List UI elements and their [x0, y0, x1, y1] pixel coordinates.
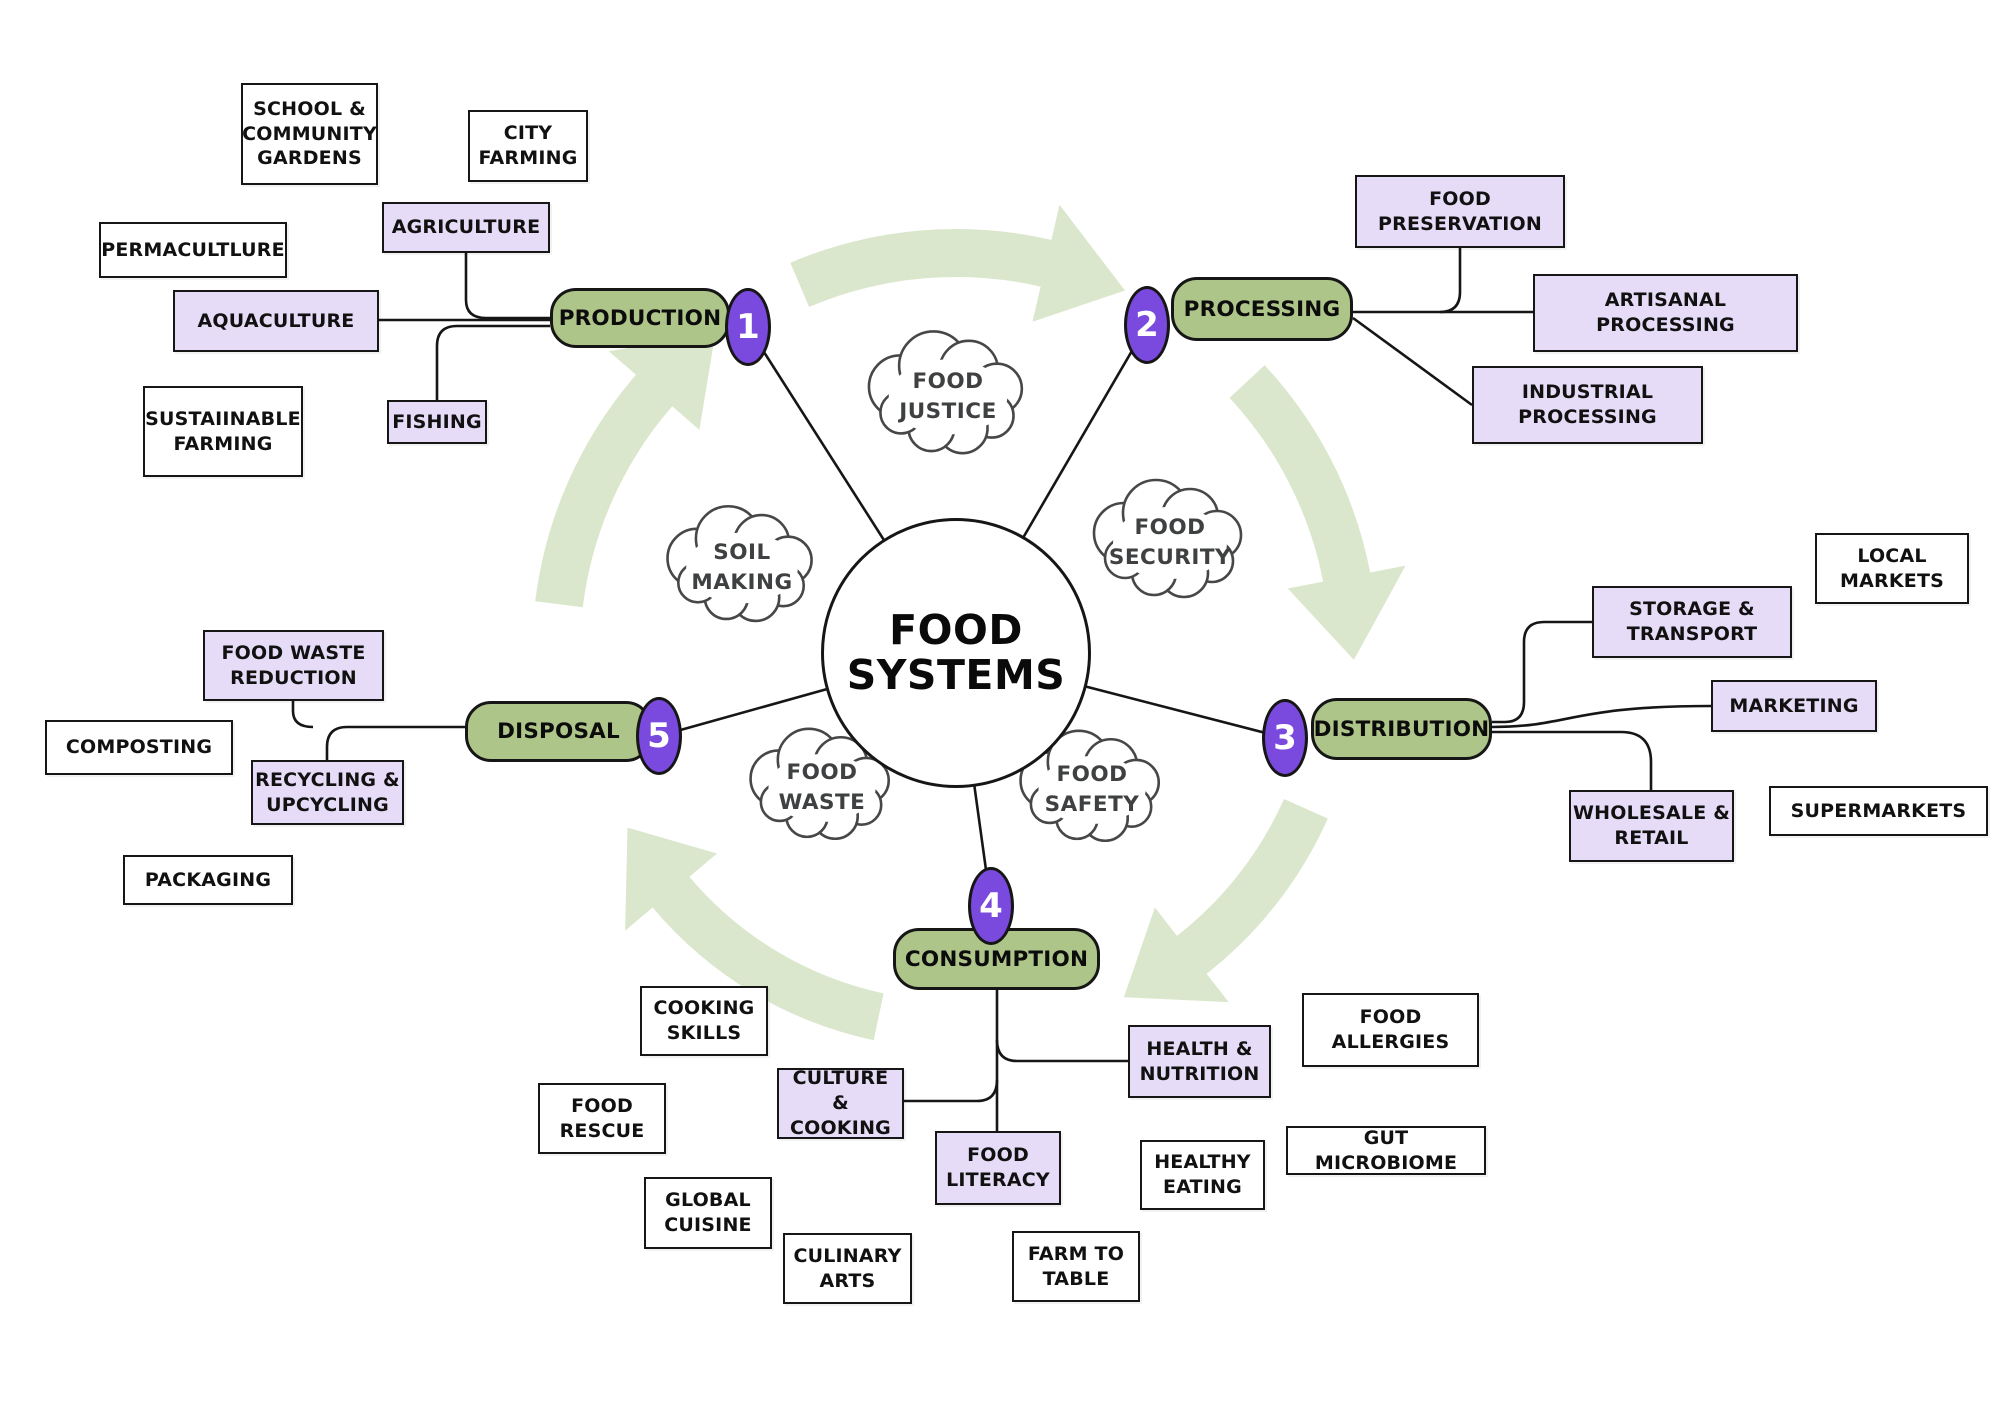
box-culinary-arts: CULINARY ARTS: [783, 1233, 912, 1304]
stage-production: PRODUCTION: [550, 288, 730, 348]
stage-number-disposal: 5: [636, 697, 682, 775]
cloud-label-food-safety: FOOD SAFETY: [1044, 761, 1140, 817]
box-wholesale-retail: WHOLESALE & RETAIL: [1569, 790, 1734, 862]
box-food-rescue: FOOD RESCUE: [538, 1083, 666, 1154]
cloud-food-safety: [1019, 729, 1161, 843]
box-healthy-eating: HEALTHY EATING: [1140, 1140, 1265, 1210]
box-food-allergies: FOOD ALLERGIES: [1302, 993, 1479, 1067]
cloud-soil-making: [666, 504, 813, 623]
connector-line: [464, 253, 550, 320]
connector-line: [1439, 247, 1462, 314]
cloud-label-food-security: FOOD SECURITY: [1108, 514, 1232, 570]
box-health-nutrition: HEALTH & NUTRITION: [1128, 1025, 1271, 1098]
theme-clouds: [666, 330, 1243, 843]
cloud-label-food-justice: FOOD JUSTICE: [899, 368, 997, 424]
box-food-preservation: FOOD PRESERVATION: [1355, 175, 1565, 248]
box-global-cuisine: GLOBAL CUISINE: [644, 1177, 772, 1249]
cloud-food-justice: [867, 330, 1024, 455]
cycle-arrow-4: [625, 827, 884, 1041]
cycle-arrow-1: [790, 204, 1125, 322]
box-artisanal-processing: ARTISANAL PROCESSING: [1533, 274, 1798, 352]
cycle-arrows: [535, 204, 1406, 1041]
box-permacultlure: PERMACULTLURE: [99, 222, 287, 278]
box-fishing: FISHING: [387, 400, 487, 444]
box-agriculture: AGRICULTURE: [382, 202, 550, 253]
center-node-food-systems: FOOD SYSTEMS: [821, 518, 1091, 788]
box-school-community-gardens: SCHOOL & COMMUNITY GARDENS: [241, 83, 378, 185]
connector-line: [995, 1039, 1128, 1063]
box-supermarkets: SUPERMARKETS: [1769, 786, 1988, 836]
connector-line: [1492, 730, 1653, 790]
connector-line: [435, 324, 550, 401]
stage-number-production: 1: [725, 288, 771, 366]
connector-line: [291, 701, 314, 729]
box-packaging: PACKAGING: [123, 855, 293, 905]
stage-number-processing: 2: [1124, 286, 1170, 364]
connector-line: [1491, 704, 1712, 729]
box-food-literacy: FOOD LITERACY: [935, 1131, 1061, 1205]
box-food-waste-reduction: FOOD WASTE REDUCTION: [203, 630, 384, 701]
box-city-farming: CITY FARMING: [468, 110, 588, 182]
stage-disposal: DISPOSAL: [465, 701, 652, 762]
box-sustaiinable-farming: SUSTAIINABLE FARMING: [143, 386, 303, 477]
stage-number-consumption: 4: [968, 867, 1014, 945]
cloud-label-soil-making: SOIL MAKING: [691, 539, 793, 595]
stage-number-distribution: 3: [1262, 699, 1308, 777]
cycle-arrow-5: [535, 333, 716, 608]
box-local-markets: LOCAL MARKETS: [1815, 533, 1969, 604]
cycle-arrow-2: [1229, 365, 1406, 660]
box-farm-to-table: FARM TO TABLE: [1012, 1231, 1140, 1302]
box-storage-transport: STORAGE & TRANSPORT: [1592, 586, 1792, 658]
connector-line: [1352, 316, 1473, 407]
stage-processing: PROCESSING: [1171, 277, 1353, 341]
box-cooking-skills: COOKING SKILLS: [640, 986, 768, 1056]
connector-line: [1492, 620, 1592, 724]
cloud-label-food-waste: FOOD WASTE: [778, 759, 866, 815]
cycle-arrow-3: [1123, 799, 1328, 1003]
box-gut-microbiome: GUT MICROBIOME: [1286, 1126, 1486, 1175]
box-culture-cooking: CULTURE & COOKING: [777, 1067, 904, 1139]
box-industrial-processing: INDUSTRIAL PROCESSING: [1472, 366, 1703, 444]
box-recycling-upcycling: RECYCLING & UPCYCLING: [251, 760, 404, 825]
connector-line: [325, 725, 465, 760]
box-aquaculture: AQUACULTURE: [173, 290, 379, 352]
cloud-food-waste: [749, 727, 891, 841]
stage-distribution: DISTRIBUTION: [1311, 698, 1492, 760]
cloud-food-security: [1092, 478, 1243, 599]
box-composting: COMPOSTING: [45, 720, 233, 775]
connector-line: [904, 1079, 999, 1103]
box-marketing: MARKETING: [1711, 680, 1877, 732]
